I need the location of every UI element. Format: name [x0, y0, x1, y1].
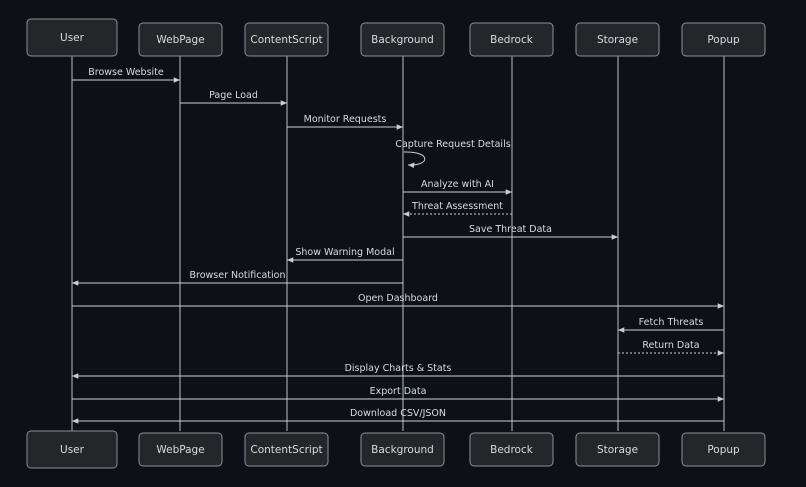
message-label-browse-website: Browse Website — [88, 67, 164, 78]
message-label-monitor-requests: Monitor Requests — [304, 114, 387, 125]
actor-label-user-bottom: User — [60, 444, 85, 456]
message-export-data: Export Data — [72, 386, 724, 402]
message-monitor-requests: Monitor Requests — [287, 114, 403, 130]
actor-popup-top[interactable]: Popup — [681, 22, 766, 57]
actor-webpage-top[interactable]: WebPage — [138, 22, 223, 57]
message-page-load: Page Load — [180, 90, 287, 106]
actor-label-bedrock-bottom: Bedrock — [490, 444, 534, 456]
actor-background-bottom[interactable]: Background — [360, 432, 445, 467]
actor-bedrock-bottom[interactable]: Bedrock — [469, 432, 554, 467]
actor-background-top[interactable]: Background — [360, 22, 445, 57]
actor-box-user-top[interactable] — [26, 18, 118, 57]
message-save-threat-data: Save Threat Data — [403, 224, 618, 240]
actor-box-bedrock-top[interactable] — [469, 22, 554, 57]
actor-user-bottom[interactable]: User — [26, 430, 118, 469]
actor-popup-bottom[interactable]: Popup — [681, 432, 766, 467]
actor-box-background-bottom[interactable] — [360, 432, 445, 467]
message-label-download-csv-json: Download CSV/JSON — [350, 408, 446, 419]
actor-contentscript-top[interactable]: ContentScript — [244, 22, 329, 57]
actor-label-background-top: Background — [371, 34, 434, 46]
message-label-save-threat-data: Save Threat Data — [469, 224, 552, 235]
message-download-csv-json: Download CSV/JSON — [72, 408, 724, 424]
actor-storage-bottom[interactable]: Storage — [575, 432, 660, 467]
actor-label-storage-top: Storage — [597, 34, 638, 46]
message-analyze-with-ai: Analyze with AI — [403, 179, 512, 195]
message-display-charts-stats: Display Charts & Stats — [72, 363, 724, 379]
lifelines-layer — [71, 56, 725, 431]
message-browser-notification: Browser Notification — [72, 270, 403, 286]
actor-label-popup-top: Popup — [707, 34, 740, 46]
message-return-data: Return Data — [618, 340, 724, 356]
actor-boxes-top: User WebPage ContentScript Background Bedroc… — [26, 18, 766, 57]
actor-bedrock-top[interactable]: Bedrock — [469, 22, 554, 57]
message-fetch-threats: Fetch Threats — [618, 317, 724, 333]
message-label-page-load: Page Load — [209, 90, 258, 101]
actor-box-popup-bottom[interactable] — [681, 432, 766, 467]
message-label-threat-assessment: Threat Assessment — [411, 201, 503, 212]
actor-box-bedrock-bottom[interactable] — [469, 432, 554, 467]
actor-boxes-bottom: User WebPage ContentScript Background Bedroc… — [26, 430, 766, 469]
actor-label-webpage-top: WebPage — [156, 34, 204, 46]
message-browse-website: Browse Website — [72, 67, 180, 83]
actor-box-background-top[interactable] — [360, 22, 445, 57]
message-arrow-capture-request-details — [403, 151, 426, 169]
message-label-browser-notification: Browser Notification — [189, 270, 285, 281]
message-label-fetch-threats: Fetch Threats — [639, 317, 704, 328]
actor-label-webpage-bottom: WebPage — [156, 444, 204, 456]
actor-user-top[interactable]: User — [26, 18, 118, 57]
message-open-dashboard: Open Dashboard — [72, 293, 724, 309]
actor-label-storage-bottom: Storage — [597, 444, 638, 456]
actor-label-bedrock-top: Bedrock — [490, 34, 534, 46]
actor-label-contentscript-bottom: ContentScript — [250, 444, 322, 456]
actor-box-webpage-bottom[interactable] — [138, 432, 223, 467]
message-label-display-charts-stats: Display Charts & Stats — [345, 363, 452, 374]
message-label-open-dashboard: Open Dashboard — [358, 293, 438, 304]
message-label-capture-request-details: Capture Request Details — [395, 139, 510, 150]
actor-webpage-bottom[interactable]: WebPage — [138, 432, 223, 467]
actor-storage-top[interactable]: Storage — [575, 22, 660, 57]
actor-box-storage-bottom[interactable] — [575, 432, 660, 467]
actor-contentscript-bottom[interactable]: ContentScript — [244, 432, 329, 467]
actor-box-user-bottom[interactable] — [26, 430, 118, 469]
actor-box-popup-top[interactable] — [681, 22, 766, 57]
actor-box-contentscript-bottom[interactable] — [244, 432, 329, 467]
actor-box-contentscript-top[interactable] — [244, 22, 329, 57]
message-threat-assessment: Threat Assessment — [403, 201, 512, 217]
message-label-show-warning-modal: Show Warning Modal — [295, 247, 394, 258]
actor-box-storage-top[interactable] — [575, 22, 660, 57]
message-label-analyze-with-ai: Analyze with AI — [421, 179, 494, 190]
message-capture-request-details: Capture Request Details — [395, 139, 511, 169]
actor-label-popup-bottom: Popup — [707, 444, 740, 456]
actor-label-user-top: User — [60, 32, 85, 44]
actor-box-webpage-top[interactable] — [138, 22, 223, 57]
actor-label-contentscript-top: ContentScript — [250, 34, 322, 46]
message-label-export-data: Export Data — [370, 386, 427, 397]
message-show-warning-modal: Show Warning Modal — [287, 247, 403, 263]
actor-label-background-bottom: Background — [371, 444, 434, 456]
message-label-return-data: Return Data — [642, 340, 699, 351]
